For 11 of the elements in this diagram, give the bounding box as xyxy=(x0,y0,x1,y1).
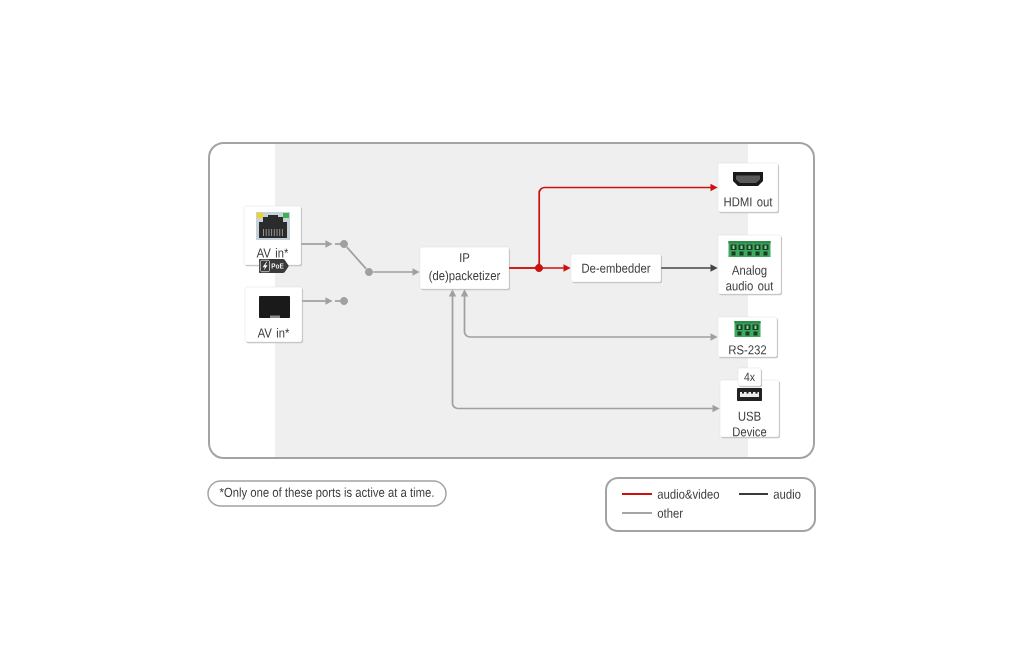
legend-label: other xyxy=(657,508,683,518)
count-tab: 4x xyxy=(737,367,763,388)
process-box: De-embedder xyxy=(570,253,663,284)
switch-pivot xyxy=(365,268,373,276)
process-box: IP (de)packetizer xyxy=(419,246,511,291)
note-box: *Only one of these ports is active at a time. xyxy=(207,480,447,507)
switch-contact xyxy=(334,297,348,305)
line xyxy=(346,246,368,270)
switch-contact xyxy=(334,240,348,248)
legend-label: audio&video xyxy=(657,489,720,499)
legend-label: audio xyxy=(773,489,801,499)
